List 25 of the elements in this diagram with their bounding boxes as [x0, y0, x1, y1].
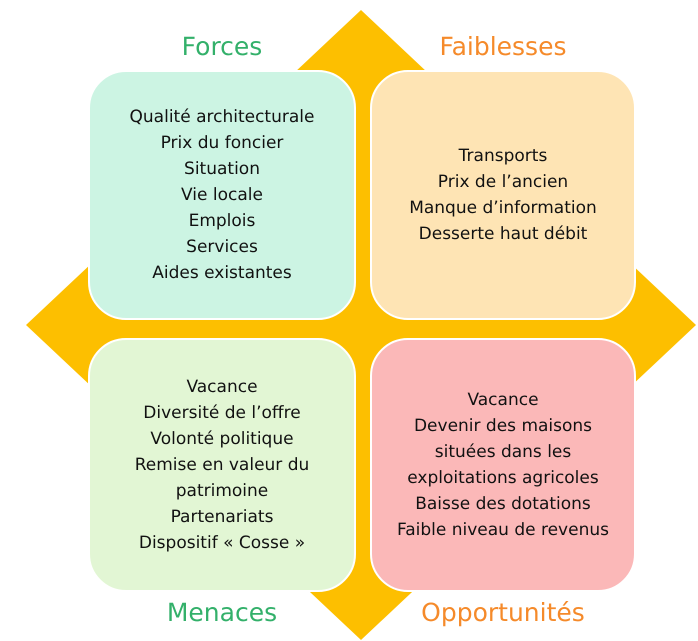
list-item: Volonté politique	[150, 428, 294, 451]
list-item: Remise en valeur du patrimoine	[134, 454, 310, 503]
list-item: Situation	[184, 158, 260, 181]
list-item: Qualité architecturale	[130, 106, 314, 129]
quadrant-heading: Menaces	[166, 598, 278, 628]
list-item: Partenariats	[170, 506, 274, 529]
list-item: Devenir des maisons situées dans les exploitations agricoles	[406, 415, 600, 490]
list-item: Emplois	[188, 210, 256, 233]
quadrant-heading: Forces	[182, 32, 262, 62]
list-item: Services	[186, 236, 258, 259]
list-item: Vie locale	[181, 184, 263, 207]
list-item: Prix du foncier	[160, 132, 284, 155]
list-item: Prix de l’ancien	[438, 171, 568, 194]
list-item: Diversité de l’offre	[143, 402, 301, 425]
quadrant-heading: Faiblesses	[439, 32, 566, 62]
list-item: Vacance	[467, 389, 539, 412]
list-item: Desserte haut débit	[418, 223, 588, 246]
list-item: Vacance	[186, 376, 258, 399]
list-item: Manque d’information	[409, 197, 597, 220]
list-item: Dispositif « Cosse »	[138, 532, 306, 555]
list-item: Aides existantes	[152, 262, 292, 285]
list-item: Baisse des dotations	[415, 493, 591, 516]
quadrant-heading: Opportunités	[421, 598, 585, 628]
list-item: Faible niveau de revenus	[396, 519, 609, 542]
list-item: Transports	[458, 145, 548, 168]
